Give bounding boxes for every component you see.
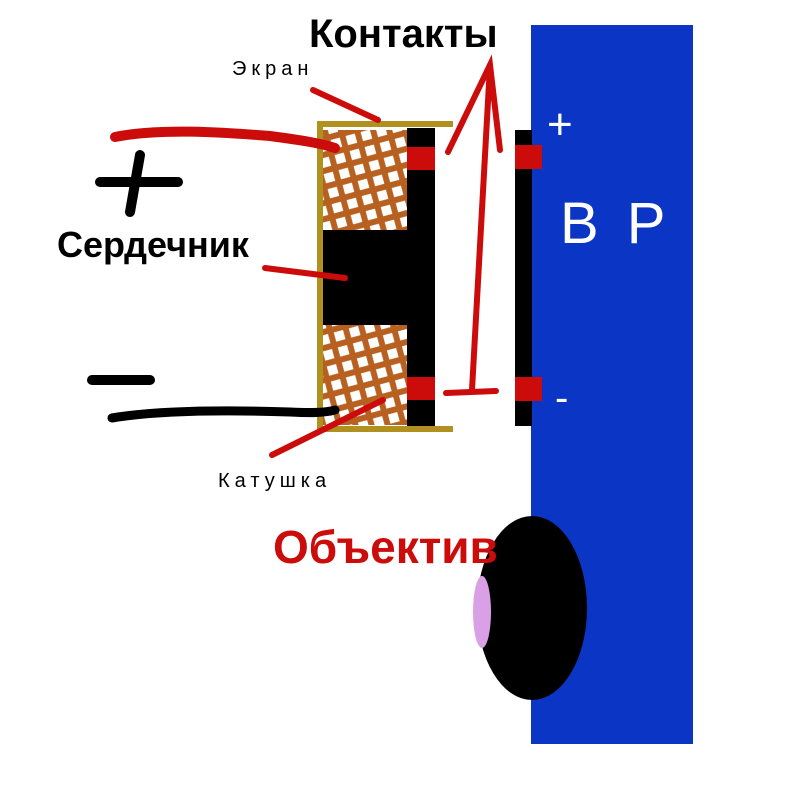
label-coil: Катушка [218, 470, 332, 492]
label-vr: В Р [560, 191, 672, 256]
wires [87, 150, 340, 423]
label-screen: Экран [232, 58, 314, 80]
lens-highlight [473, 576, 491, 648]
right-plate [515, 130, 532, 426]
label-lens: Объектив [273, 521, 498, 573]
left-plate [407, 128, 435, 426]
pointer-lines [110, 54, 503, 458]
contact-right-bottom [515, 377, 542, 401]
label-minus-right: - [555, 376, 569, 420]
contact-right-top [515, 145, 542, 169]
contact-left-bottom [407, 377, 435, 400]
plus-sign-icon [95, 150, 183, 217]
lens [477, 516, 587, 700]
label-core: Сердечник [57, 224, 249, 265]
label-contacts: Контакты [309, 12, 498, 56]
contact-left-top [407, 147, 435, 170]
label-plus-right: + [547, 100, 573, 149]
